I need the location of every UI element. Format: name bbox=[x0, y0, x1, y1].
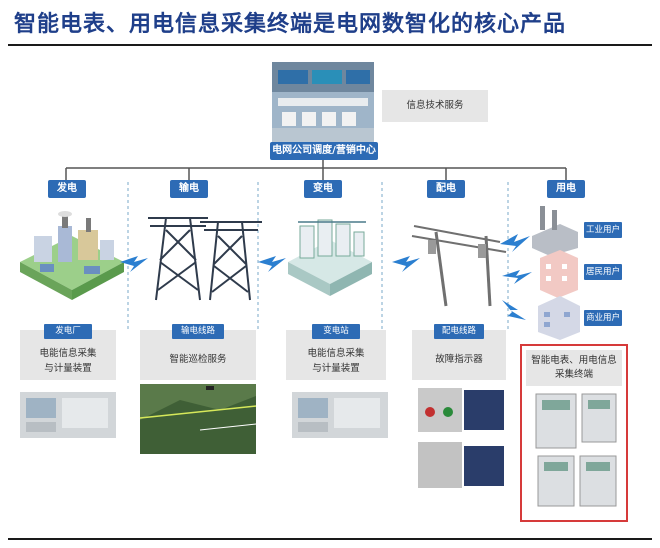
smart-meter-desc-line1: 智能电表、用电信息 bbox=[531, 355, 617, 366]
smart-meter-desc-box: 智能电表、用电信息 采集终端 bbox=[526, 350, 622, 386]
energy-flow-arrows bbox=[120, 234, 532, 320]
substation-sub-label: 变电站 bbox=[312, 324, 360, 339]
commercial-building-icon bbox=[538, 296, 580, 340]
stage-label-generation: 发电 bbox=[48, 180, 86, 198]
generation-desc-line1: 电能信息采集 bbox=[39, 348, 97, 359]
inspection-drone-image bbox=[139, 384, 257, 454]
smart-meter-highlight-frame bbox=[520, 344, 628, 522]
transmission-tower-image bbox=[148, 217, 262, 301]
user-label-commercial: 商业用户 bbox=[584, 310, 622, 326]
substation-desc-line2: 与计量装置 bbox=[312, 363, 360, 374]
transmission-sub-label: 输电线路 bbox=[172, 324, 224, 339]
transmission-desc-line1: 智能巡检服务 bbox=[169, 354, 227, 365]
title-divider bbox=[8, 44, 652, 46]
stage-label-distribution: 配电 bbox=[427, 180, 465, 198]
generation-desc-line2: 与计量装置 bbox=[44, 363, 92, 374]
stage-label-transmission: 输电 bbox=[170, 180, 208, 198]
metering-cabinet-image-2 bbox=[292, 392, 388, 438]
metering-cabinet-image-1 bbox=[20, 392, 116, 438]
dispatch-center-label: 电网公司调度/营销中心 bbox=[270, 142, 378, 160]
stage-label-consumption: 用电 bbox=[547, 180, 585, 198]
distribution-sub-label: 配电线路 bbox=[434, 324, 484, 339]
bottom-divider bbox=[8, 538, 652, 540]
page-title: 智能电表、用电信息采集终端是电网数智化的核心产品 bbox=[14, 11, 567, 37]
substation-image bbox=[288, 219, 372, 296]
residential-building-icon bbox=[540, 250, 578, 298]
distribution-desc-line1: 故障指示器 bbox=[435, 354, 483, 365]
substation-desc-line1: 电能信息采集 bbox=[307, 348, 365, 359]
industrial-building-icon bbox=[532, 206, 578, 256]
smart-meter-desc-line2: 采集终端 bbox=[554, 369, 593, 380]
distribution-pole-image bbox=[411, 225, 507, 307]
user-label-industrial: 工业用户 bbox=[584, 222, 622, 238]
control-room-image bbox=[272, 62, 374, 142]
smart-meters-image bbox=[535, 393, 617, 507]
generation-sub-label: 发电厂 bbox=[44, 324, 92, 339]
fault-indicator-image bbox=[418, 388, 504, 488]
user-label-residential: 居民用户 bbox=[584, 264, 622, 280]
info-service-box: 信息技术服务 bbox=[382, 90, 488, 122]
power-plant-image bbox=[20, 211, 124, 300]
stage-label-substation: 变电 bbox=[304, 180, 342, 198]
